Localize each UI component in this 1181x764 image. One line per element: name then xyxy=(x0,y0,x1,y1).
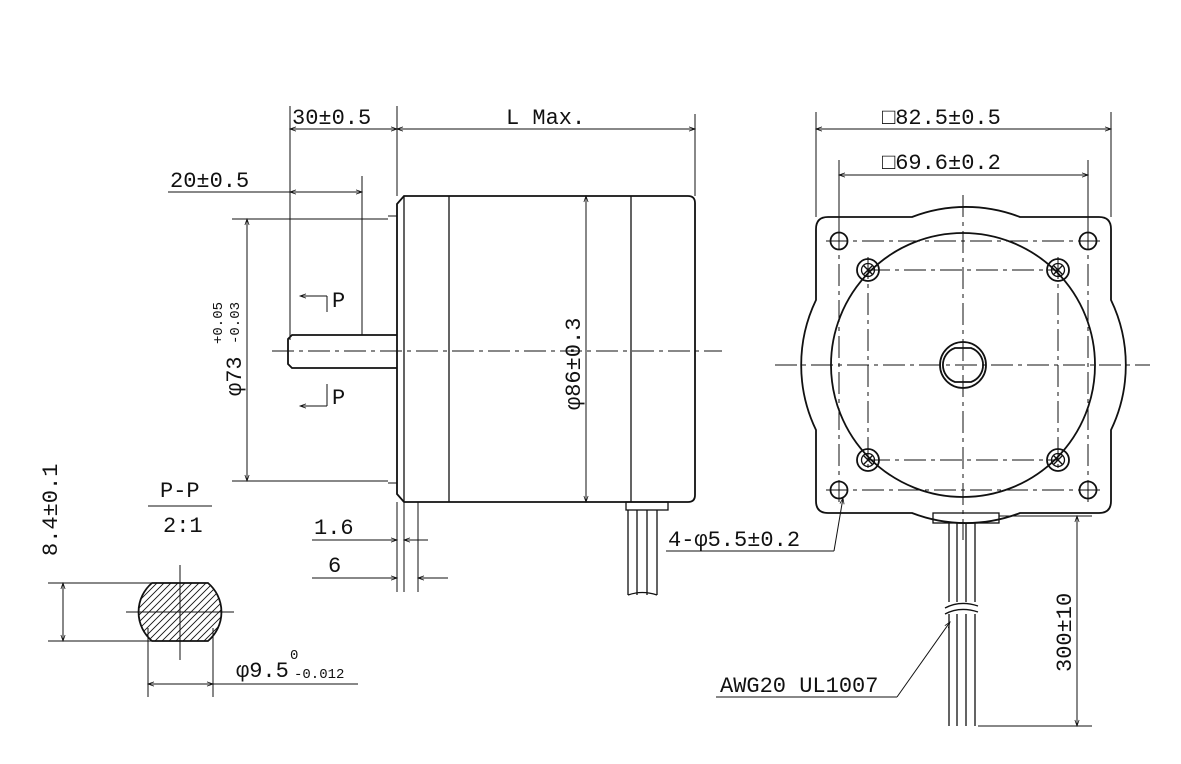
dim-shaft-tol-lower: -0.012 xyxy=(294,667,344,683)
section-scale: 2:1 xyxy=(163,514,203,539)
dim-lead-length: 300±10 xyxy=(978,514,1092,728)
dim-shaft-tol-upper: 0 xyxy=(290,648,298,664)
flange-outline xyxy=(800,206,1127,524)
section-view: P-P 2:1 8.4±0.1 φ9.5 0 -0.012 xyxy=(39,464,358,697)
section-mark-top: P xyxy=(298,289,345,314)
dim-flat-length: 20±0.5 xyxy=(168,169,364,195)
section-mark-bottom-text: P xyxy=(332,386,345,411)
dim-shaft-length-text: 30±0.5 xyxy=(292,106,371,131)
wire-spec-text: AWG20 UL1007 xyxy=(720,674,878,699)
dim-pilot-dia: φ73 +0.05 -0.03 xyxy=(211,217,388,483)
dim-flange: 1.6 6 xyxy=(312,502,448,592)
dim-body-length: L Max. xyxy=(395,106,697,196)
dim-body-dia-text: φ86±0.3 xyxy=(562,318,587,410)
cable-stub xyxy=(625,501,669,596)
side-view: 30±0.5 L Max. 20±0.5 φ73 +0.05 -0.03 xyxy=(168,106,722,596)
dim-holes-text: 4-φ5.5±0.2 xyxy=(668,528,800,553)
dim-shaft-dia: φ9.5 0 -0.012 xyxy=(146,628,358,697)
dim-body-length-text: L Max. xyxy=(506,106,585,131)
shaft xyxy=(287,176,397,369)
shaft-section xyxy=(126,565,234,660)
dim-flat-length-text: 20±0.5 xyxy=(170,169,249,194)
shaft-end xyxy=(942,347,984,383)
section-mark-top-text: P xyxy=(332,289,345,314)
dim-flat-height: 8.4±0.1 xyxy=(39,464,152,643)
dim-shaft-dia-text: φ9.5 xyxy=(236,659,289,684)
motor-body xyxy=(388,195,696,503)
lead-wires xyxy=(932,512,1000,726)
wire-spec-leader: AWG20 UL1007 xyxy=(716,621,951,699)
dim-pilot-dia-text: φ73 xyxy=(223,356,248,396)
dim-hole-pitch: □69.6±0.2 xyxy=(837,151,1090,232)
dim-hole-pitch-text: □69.6±0.2 xyxy=(882,151,1001,176)
dim-shaft-length: 30±0.5 xyxy=(288,106,399,340)
dim-body-dia: φ86±0.3 xyxy=(562,194,589,504)
dim-flange-1-text: 1.6 xyxy=(314,516,354,541)
dim-pilot-tol-upper: +0.05 xyxy=(211,302,227,344)
dim-flat-height-text: 8.4±0.1 xyxy=(39,464,64,556)
front-view: □82.5±0.5 □69.6±0.2 4-φ5.5±0.2 xyxy=(666,106,1150,728)
dim-flange-square: □82.5±0.5 xyxy=(814,106,1113,217)
dim-lead-length-text: 300±10 xyxy=(1053,593,1078,672)
dim-flange-square-text: □82.5±0.5 xyxy=(882,106,1001,131)
section-label: P-P xyxy=(160,479,200,504)
section-mark-bottom: P xyxy=(298,384,345,411)
dim-holes: 4-φ5.5±0.2 xyxy=(666,496,845,553)
dim-flange-2-text: 6 xyxy=(328,554,341,579)
dim-pilot-tol-lower: -0.03 xyxy=(228,302,244,344)
